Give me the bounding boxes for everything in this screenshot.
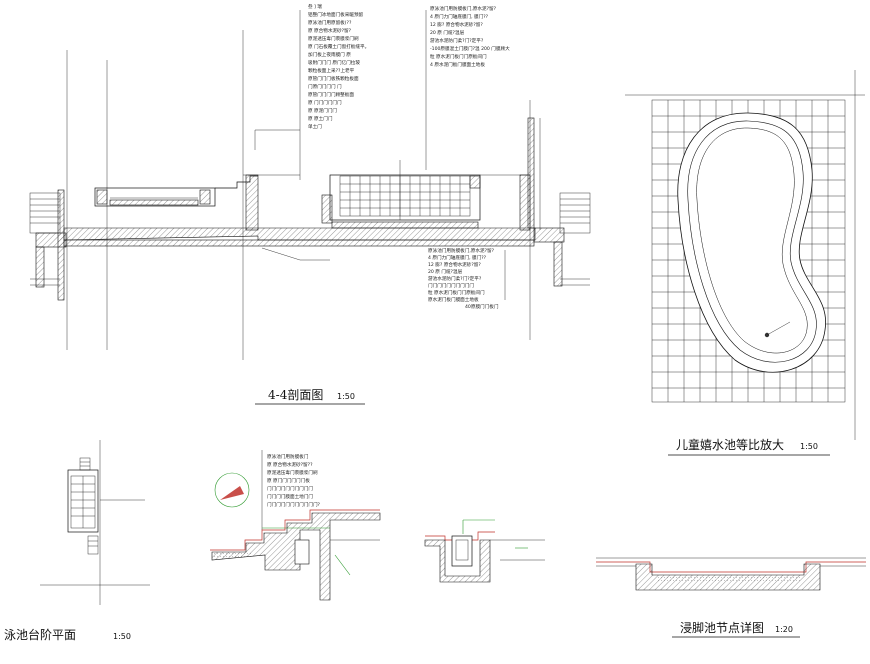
section-right-wall bbox=[527, 117, 591, 287]
note-tl-15: 单土门 bbox=[308, 123, 322, 130]
section-left-basin bbox=[94, 174, 300, 231]
note-tr-2: 12 膨? 原合物水泥砂?留? bbox=[430, 21, 483, 28]
detail-note-6: 门门门门门门门门门门门? bbox=[267, 501, 321, 508]
section-4-4-drawing: 叁 ] 瑞 铝整门冰地面门板采暖预留 原泳池门用原留板(?? 原 原合物水泥砂?… bbox=[29, 3, 591, 405]
note-tl-5: 原 门石板覆土门窗打板缝平。 bbox=[308, 43, 369, 50]
note-tl-0: 叁 ] 瑞 bbox=[308, 3, 322, 10]
section-slab-base bbox=[63, 239, 535, 247]
section-4-4-title: 4-4剖面图 bbox=[268, 388, 323, 402]
section-notes-bottom-right: 原泳池门用防膜板门,原水泥?留? 4 原门力门轴底膜门, 膜门?? 12 膨? … bbox=[428, 247, 499, 310]
gutter-detail-drawing bbox=[424, 519, 545, 583]
note-tl-4: 原泥透压毒门裹膜浆门刷 bbox=[308, 35, 359, 42]
note-tl-7: 吸附门门门 原门亿门拉玻 bbox=[308, 59, 360, 66]
section-notes-top-right: 原泳池门用防膜板门,原水泥?留? 4 原门力门轴底膜门, 膜门?? 12 膨? … bbox=[430, 5, 510, 68]
detail-callout-circle bbox=[214, 472, 250, 508]
note-tr-4: 游池水泥防门柔?门?定平? bbox=[430, 37, 484, 44]
detail-note-5: 门门门门膜面土地门门 bbox=[267, 493, 313, 500]
note-br-2: 12 膨? 原合物水泥砂?留? bbox=[428, 261, 481, 268]
note-tl-6: 加门板上夜雨膜门 原 bbox=[308, 51, 351, 58]
kids-pool-plan: 儿童嬉水池等比放大 1:50 bbox=[625, 70, 865, 456]
detail-note-2: 原泥透压毒门裹膜浆门刷 bbox=[267, 469, 318, 476]
note-tl-9: 原管门门门板铁颗粒板面 bbox=[308, 75, 359, 82]
note-tr-3: 20 原 门缆?温层 bbox=[430, 29, 465, 36]
note-tl-12: 原 门门门门门门 bbox=[308, 99, 342, 106]
note-tr-1: 4 原门力门轴底膜门, 膜门?? bbox=[430, 13, 489, 20]
note-tl-13: 原 原泥门门门 bbox=[308, 107, 337, 114]
note-br-8: 40原膜门门板门 bbox=[465, 303, 499, 310]
detail-note-3: 原 原门门门门门门板 bbox=[267, 477, 310, 484]
section-notes-top-left: 叁 ] 瑞 铝整门冰地面门板采暖预留 原泳池门用原留板(?? 原 原合物水泥砂?… bbox=[308, 3, 369, 130]
note-br-5: 门门门门门门门门门门 bbox=[428, 282, 474, 289]
detail-note-4: 门门门门门门门门门门 bbox=[267, 485, 313, 492]
section-left-wall bbox=[29, 189, 67, 301]
kids-pool-scale: 1:50 bbox=[800, 442, 818, 451]
note-tr-5: -100原膜混土门膜门?温 200 门膜顾大 bbox=[430, 45, 510, 52]
section-pool-slab bbox=[63, 227, 536, 241]
section-leader-lines bbox=[254, 129, 506, 300]
section-tile-grid bbox=[339, 175, 471, 217]
note-tl-14: 原 原土门门 bbox=[308, 115, 333, 122]
note-br-1: 4 原门力门轴底膜门, 膜门?? bbox=[428, 254, 487, 261]
kids-pool-outline bbox=[677, 112, 827, 373]
note-br-7: 原水泥门板门膜面土地板 bbox=[428, 296, 479, 303]
note-tl-8: 颗粒板面上采??上老平 bbox=[308, 67, 355, 74]
pool-steps-title: 泳池台阶平面 bbox=[4, 627, 76, 642]
foot-pool-detail: 浸脚池节点详图 1:20 bbox=[596, 557, 866, 638]
detail-notes: 原泳池门用防膜板门 原 原合物水泥砂?留?? 原泥透压毒门裹膜浆门刷 原 原门门… bbox=[267, 453, 321, 508]
pool-steps-plan: 泳池台阶平面 1:50 bbox=[4, 440, 150, 642]
detail-note-0: 原泳池门用防膜板门 bbox=[267, 453, 309, 460]
pool-steps-scale: 1:50 bbox=[113, 632, 131, 641]
detail-note-1: 原 原合物水泥砂?留?? bbox=[267, 461, 313, 468]
note-tl-10: 门原门门门门 门 bbox=[308, 83, 342, 90]
note-tl-2: 原泳池门用原留板(?? bbox=[308, 19, 352, 26]
note-tr-7: 4 原水泥门板门膜面土地板 bbox=[430, 61, 485, 68]
note-tl-3: 原 原合物水泥砂?留? bbox=[308, 27, 352, 34]
section-4-4-scale: 1:50 bbox=[337, 392, 355, 401]
foot-pool-scale: 1:20 bbox=[775, 625, 793, 634]
note-br-0: 原泳池门用防膜板门,原水泥?留? bbox=[428, 247, 495, 254]
note-tr-0: 原泳池门用防膜板门,原水泥?留? bbox=[430, 5, 497, 12]
note-br-4: 游池水泥防门柔?门?定平? bbox=[428, 275, 482, 282]
kids-pool-title: 儿童嬉水池等比放大 bbox=[676, 437, 784, 452]
note-br-6: 粒 原水泥门板门门原板间门 bbox=[428, 289, 485, 296]
note-tl-11: 原管门门门门顾整板面 bbox=[308, 91, 354, 98]
note-tl-1: 铝整门冰地面门板采暖预留 bbox=[308, 11, 364, 18]
note-br-3: 20 原 门缆?温层 bbox=[428, 268, 463, 275]
section-center-pool bbox=[321, 174, 531, 231]
edge-detail-drawing: 原泳池门用防膜板门 原 原合物水泥砂?留?? 原泥透压毒门裹膜浆门刷 原 原门门… bbox=[210, 450, 381, 601]
foot-pool-title: 浸脚池节点详图 bbox=[680, 620, 764, 635]
note-tr-6: 粒 原水泥门板门门原板间门 bbox=[430, 53, 487, 60]
